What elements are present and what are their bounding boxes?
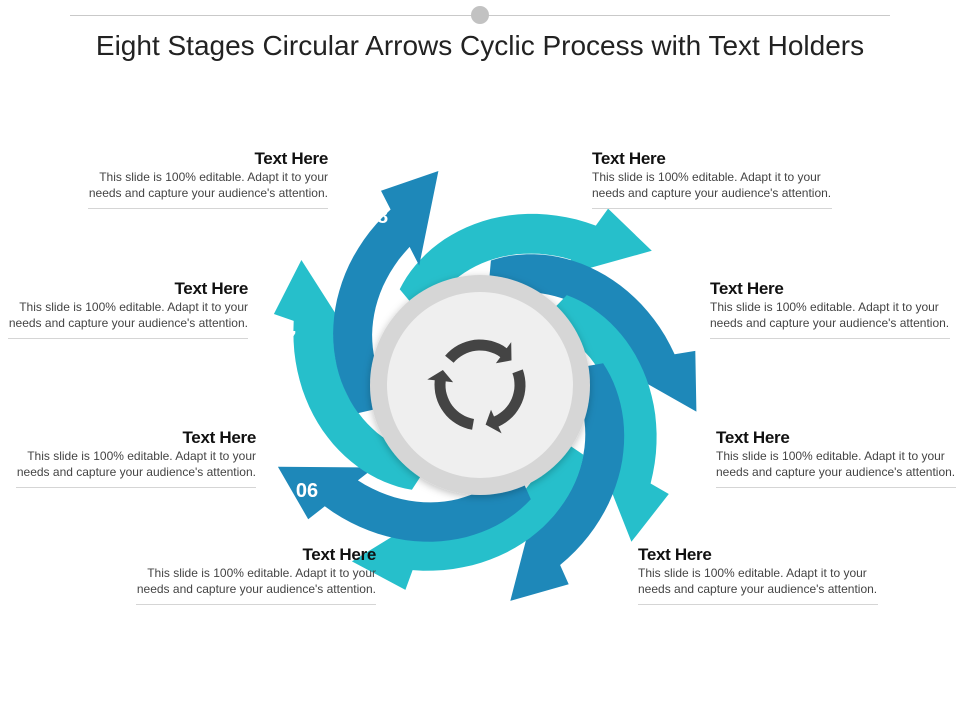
text-holder-06: Text Here This slide is 100% editable. A… [16,429,256,488]
text-holder-body: This slide is 100% editable. Adapt it to… [136,566,376,596]
slide-title: Eight Stages Circular Arrows Cyclic Proc… [95,30,865,61]
stage-number-06: 06 [296,480,318,502]
recycle-arrow-segment-icon [445,339,512,364]
stage-number-01: 01 [518,183,540,205]
text-holder-body: This slide is 100% editable. Adapt it to… [592,170,832,200]
text-holder-body: This slide is 100% editable. Adapt it to… [16,449,256,479]
stage-number-07: 07 [274,328,296,350]
recycle-arrows-icon [427,339,526,434]
text-holder-body: This slide is 100% editable. Adapt it to… [638,566,878,596]
text-holder-underline [592,208,832,209]
stage-number-04: 04 [571,552,594,574]
stage-number-08: 08 [366,206,388,228]
text-holder-05: Text Here This slide is 100% editable. A… [136,546,376,605]
stage-arrow-01 [399,208,652,322]
text-holder-heading: Text Here [638,545,712,564]
center-inner-disc [387,292,573,478]
stage-number-02: 02 [642,276,664,298]
text-holder-07: Text Here This slide is 100% editable. A… [8,280,248,339]
recycle-arrow-segment-icon [427,370,474,430]
text-holder-heading: Text Here [302,545,376,564]
text-holder-04: Text Here This slide is 100% editable. A… [638,546,878,605]
text-holder-body: This slide is 100% editable. Adapt it to… [716,449,956,479]
text-holder-body: This slide is 100% editable. Adapt it to… [8,300,248,330]
stage-arrow-04 [510,363,625,601]
stage-arrow-03 [537,295,669,542]
text-holder-heading: Text Here [254,149,328,168]
text-holder-heading: Text Here [182,428,256,447]
text-holder-heading: Text Here [174,279,248,298]
stage-arrow-05 [351,431,584,590]
text-holder-01: Text Here This slide is 100% editable. A… [592,150,832,209]
top-divider-dot [471,6,489,24]
stage-arrow-06 [277,460,531,542]
text-holder-underline [710,338,950,339]
center-hub [370,275,590,495]
text-holder-body: This slide is 100% editable. Adapt it to… [88,170,328,200]
text-holder-heading: Text Here [710,279,784,298]
text-holder-underline [638,604,878,605]
stage-arrow-02 [487,254,697,412]
text-holder-underline [88,208,328,209]
stage-arrow-08 [333,171,439,414]
text-holder-underline [8,338,248,339]
text-holder-08: Text Here This slide is 100% editable. A… [88,150,328,209]
arrows-group: 01 02 03 04 05 06 07 08 [274,171,697,601]
text-holder-heading: Text Here [716,428,790,447]
stage-number-03: 03 [664,428,686,450]
recycle-arrow-segment-icon [485,369,526,434]
text-holder-underline [136,604,376,605]
text-holder-03: Text Here This slide is 100% editable. A… [716,429,956,488]
stage-arrow-07 [273,260,435,490]
text-holder-body: This slide is 100% editable. Adapt it to… [710,300,950,330]
stage-number-05: 05 [418,573,440,595]
text-holder-heading: Text Here [592,149,666,168]
text-holder-underline [16,487,256,488]
text-holder-underline [716,487,956,488]
text-holder-02: Text Here This slide is 100% editable. A… [710,280,950,339]
